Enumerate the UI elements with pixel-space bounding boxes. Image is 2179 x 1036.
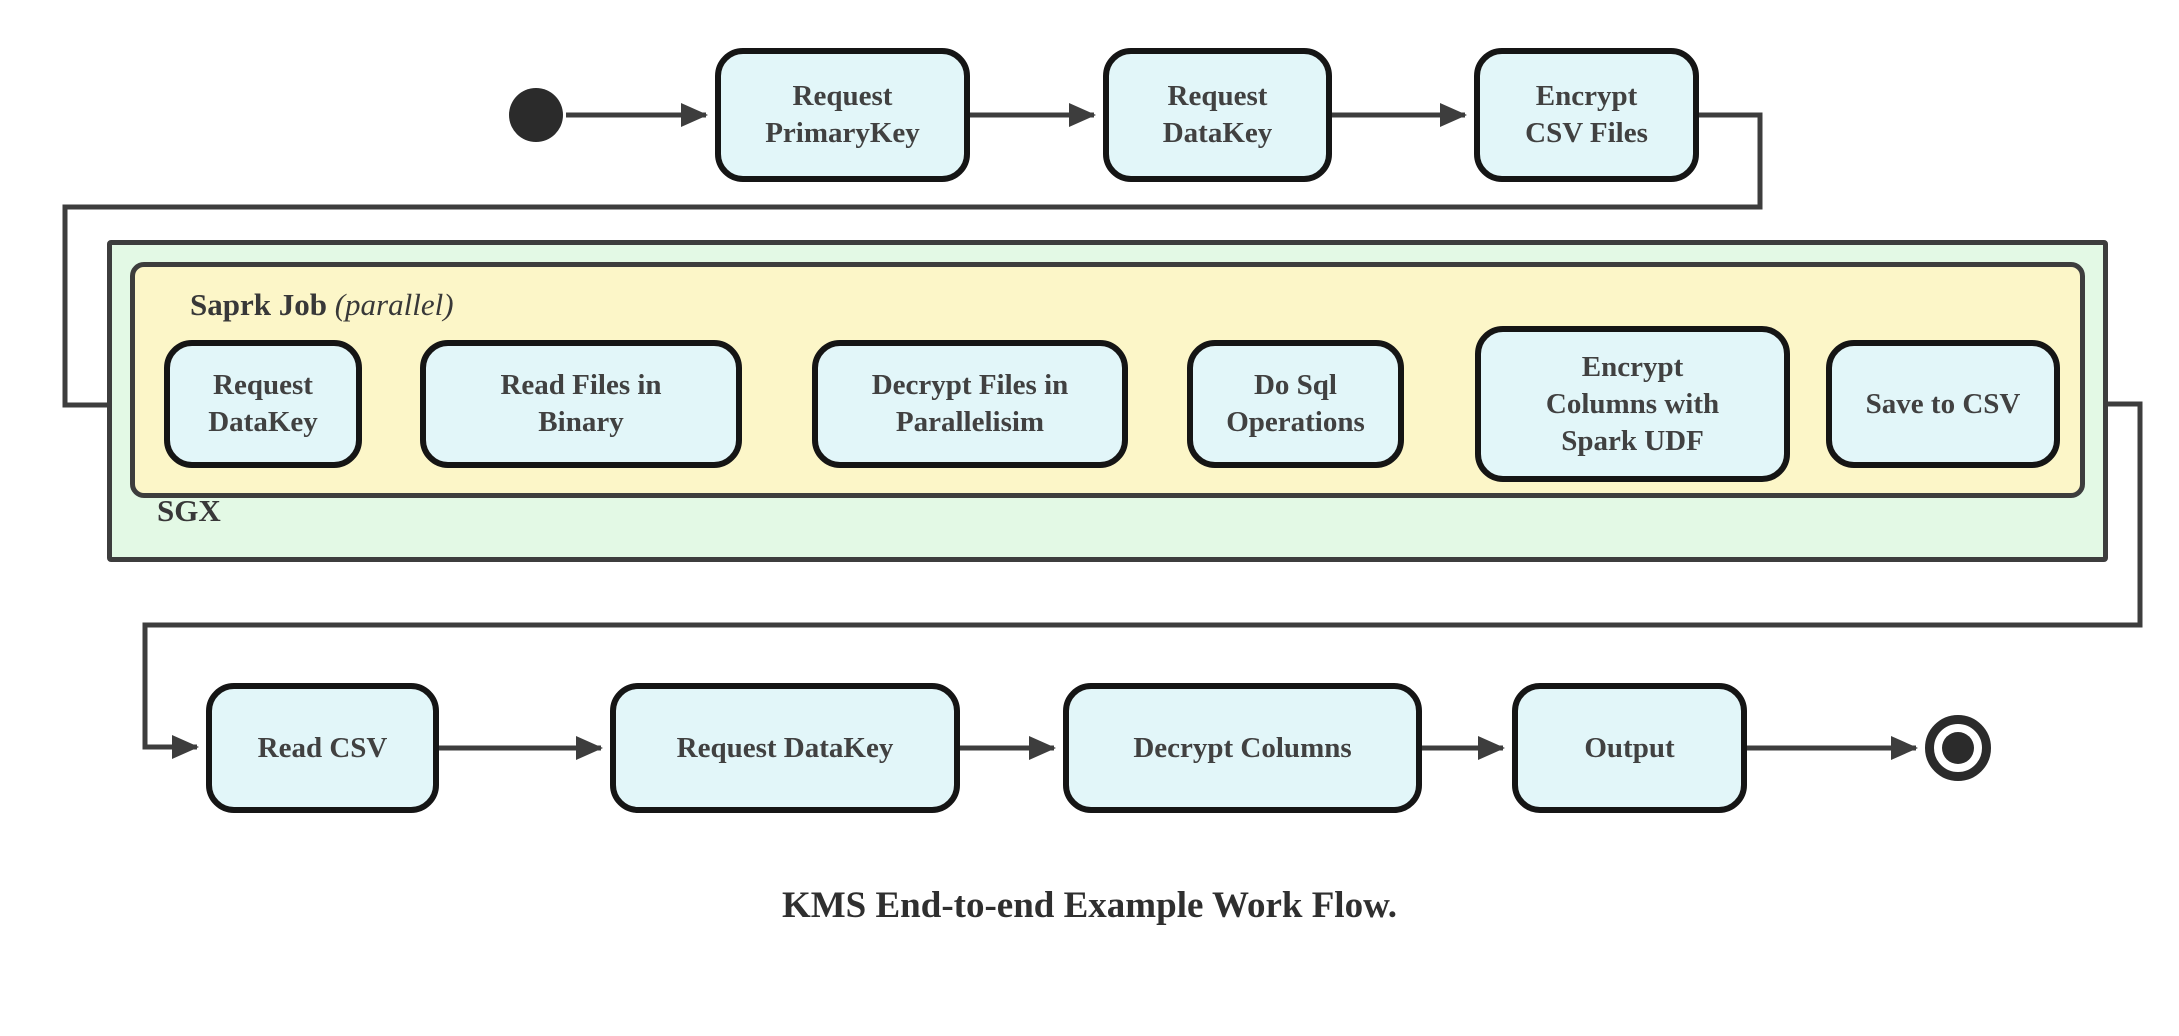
end-state-inner-dot [1942,732,1974,764]
sgx-label: SGX [157,493,221,528]
node-request-datakey-sgx: Request DataKey [164,340,362,468]
spark-job-label: Saprk Job (parallel) [190,287,454,323]
node-save-to-csv: Save to CSV [1826,340,2060,468]
node-encrypt-columns-with-spark-udf: Encrypt Columns with Spark UDF [1475,326,1790,482]
node-do-sql-operations: Do Sql Operations [1187,340,1404,468]
spark-job-label-parallel: (parallel) [334,287,454,322]
node-decrypt-columns: Decrypt Columns [1063,683,1422,813]
node-read-files-in-binary: Read Files in Binary [420,340,742,468]
node-output: Output [1512,683,1747,813]
node-request-datakey-top: Request DataKey [1103,48,1332,182]
end-state-icon [1925,715,1991,781]
node-decrypt-files-in-parallelisim: Decrypt Files in Parallelisim [812,340,1128,468]
node-read-csv: Read CSV [206,683,439,813]
start-state-icon [509,88,563,142]
node-request-primarykey: Request PrimaryKey [715,48,970,182]
spark-job-label-bold: Saprk Job [190,287,327,322]
diagram-caption: KMS End-to-end Example Work Flow. [781,885,1398,926]
node-encrypt-csv-files: Encrypt CSV Files [1474,48,1699,182]
node-request-datakey-bottom: Request DataKey [610,683,960,813]
